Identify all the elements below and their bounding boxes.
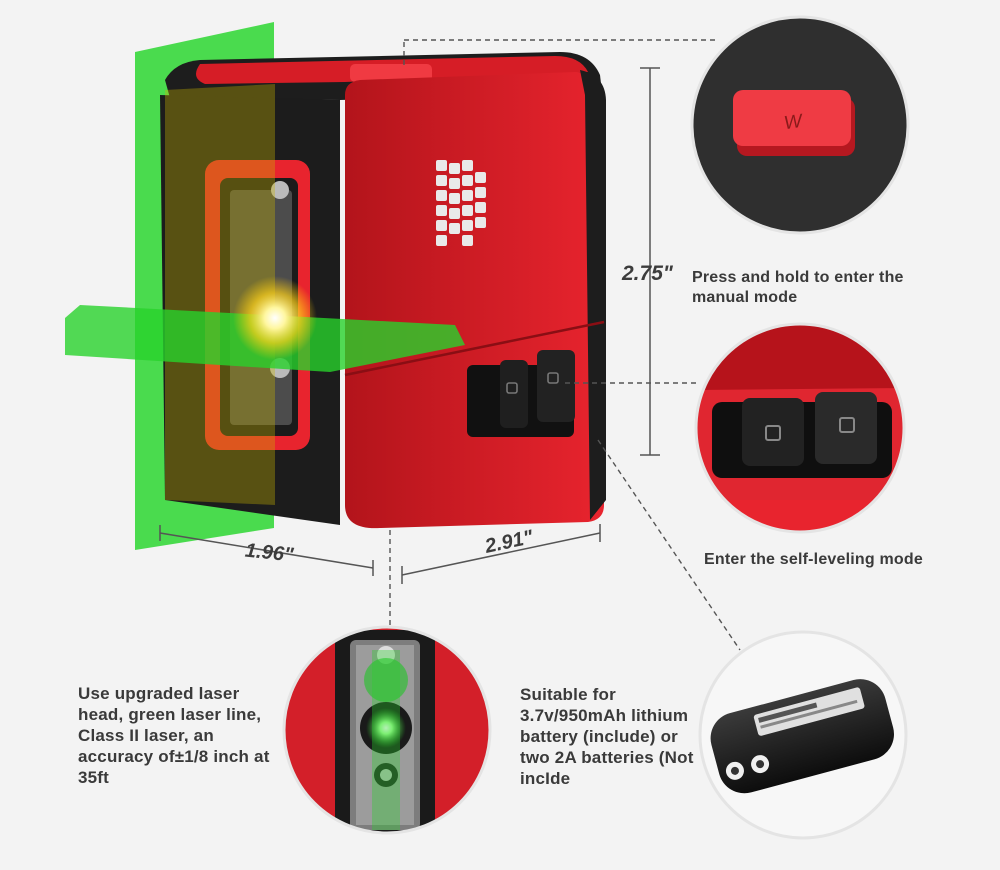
self-leveling-callout: Enter the self-leveling mode — [704, 551, 923, 568]
lock-switch-zoom — [696, 324, 904, 532]
manual-button-zoom — [692, 17, 908, 233]
height-dimension: 2.75" — [622, 262, 673, 285]
laser-level-device — [160, 52, 606, 529]
manual-mode-callout: Press and hold to enter the manual mode — [692, 269, 904, 306]
battery-zoom — [700, 632, 906, 838]
laser-head-zoom — [284, 627, 490, 833]
battery-callout: Suitable for 3.7v/950mAh lithium battery… — [520, 685, 694, 788]
laser-head-callout: Use upgraded laser head, green laser lin… — [78, 684, 270, 787]
width-dimension: 1.96" — [244, 539, 295, 567]
